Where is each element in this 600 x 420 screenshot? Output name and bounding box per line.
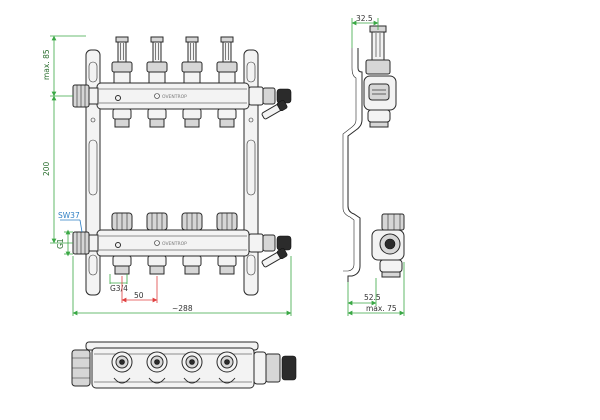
outlet-profile xyxy=(183,377,201,384)
brand-logo-top xyxy=(154,93,160,99)
flow-meter-cap xyxy=(220,36,234,43)
side-dimensions: 32.5 52.5 max. 75 xyxy=(347,14,405,316)
outlet-thread xyxy=(184,118,200,128)
flow-meters xyxy=(111,36,238,84)
outlet-thread xyxy=(184,265,200,275)
valve-head-spindle xyxy=(154,359,160,365)
outlet-union xyxy=(217,255,237,267)
outlet-union xyxy=(112,108,132,120)
flow-meter-cap xyxy=(115,36,129,43)
dim-g34: G3/4 xyxy=(110,284,128,293)
end-valve-bottom xyxy=(262,234,276,252)
outlet-profile xyxy=(113,377,131,384)
valve-head-spindle xyxy=(224,359,230,365)
dim-g1: G1 xyxy=(56,238,65,249)
end-valve-top xyxy=(262,87,276,105)
outlet-union xyxy=(182,255,202,267)
bottom-end-cap xyxy=(281,355,297,381)
dim-52-5: 52.5 xyxy=(364,293,381,302)
outlet-profile xyxy=(218,377,236,384)
flow-meter-nut xyxy=(146,61,168,73)
outlet-thread xyxy=(219,118,235,128)
bottom-view-valve-heads xyxy=(111,351,238,384)
valve-head-spindle xyxy=(189,359,195,365)
front-dimensions: max. 85 200 SW37 G1 G3/4 50 ~288 xyxy=(42,35,292,316)
dim-max-75: max. 75 xyxy=(366,304,397,313)
outlet-thread xyxy=(219,265,235,275)
flow-meter-base xyxy=(218,71,236,84)
outlet-union xyxy=(182,108,202,120)
return-manifold: OVENTROP xyxy=(72,229,292,268)
flow-meter-tube xyxy=(222,39,232,63)
dim-288: ~288 xyxy=(172,304,193,313)
bleed-plug xyxy=(115,95,121,101)
side-bracket xyxy=(347,48,363,282)
outlet-thread xyxy=(149,118,165,128)
brand-label-top: OVENTROP xyxy=(162,94,187,100)
flow-meter-base xyxy=(183,71,201,84)
brand-label-bottom: OVENTROP xyxy=(162,241,187,247)
side-view xyxy=(342,25,405,282)
flow-meter-base xyxy=(113,71,131,84)
mounting-bracket-left xyxy=(85,49,101,296)
outlet-union xyxy=(217,108,237,120)
return-valve-caps xyxy=(111,212,238,231)
flow-meter-cap xyxy=(150,36,164,43)
flow-meter-cap xyxy=(185,36,199,43)
bottom-view xyxy=(71,341,297,389)
brand-logo-bottom xyxy=(154,240,160,246)
valve-head-spindle xyxy=(119,359,125,365)
flow-meter-nut xyxy=(111,61,133,73)
top-outlet-fittings xyxy=(112,108,237,128)
outlet-union xyxy=(147,255,167,267)
dim-sw37: SW37 xyxy=(58,211,80,220)
flow-meter-nut xyxy=(181,61,203,73)
outlet-thread xyxy=(149,265,165,275)
bottom-outlet-fittings xyxy=(112,255,237,275)
flow-meter-tube xyxy=(187,39,197,63)
outlet-thread xyxy=(114,118,130,128)
dim-200: 200 xyxy=(42,161,51,176)
flow-meter-nut xyxy=(216,61,238,73)
flow-meter-base xyxy=(148,71,166,84)
dim-max-85: max. 85 xyxy=(42,49,51,80)
dim-50: 50 xyxy=(134,291,144,300)
outlet-union xyxy=(147,108,167,120)
flow-meter-tube xyxy=(152,39,162,63)
dim-32-5: 32.5 xyxy=(356,14,373,23)
outlet-union xyxy=(112,255,132,267)
front-view: OVENTROP OVENTROP xyxy=(72,36,292,296)
outlet-thread xyxy=(114,265,130,275)
flow-meter-tube xyxy=(117,39,127,63)
supply-manifold: OVENTROP xyxy=(72,82,292,120)
outlet-profile xyxy=(148,377,166,384)
